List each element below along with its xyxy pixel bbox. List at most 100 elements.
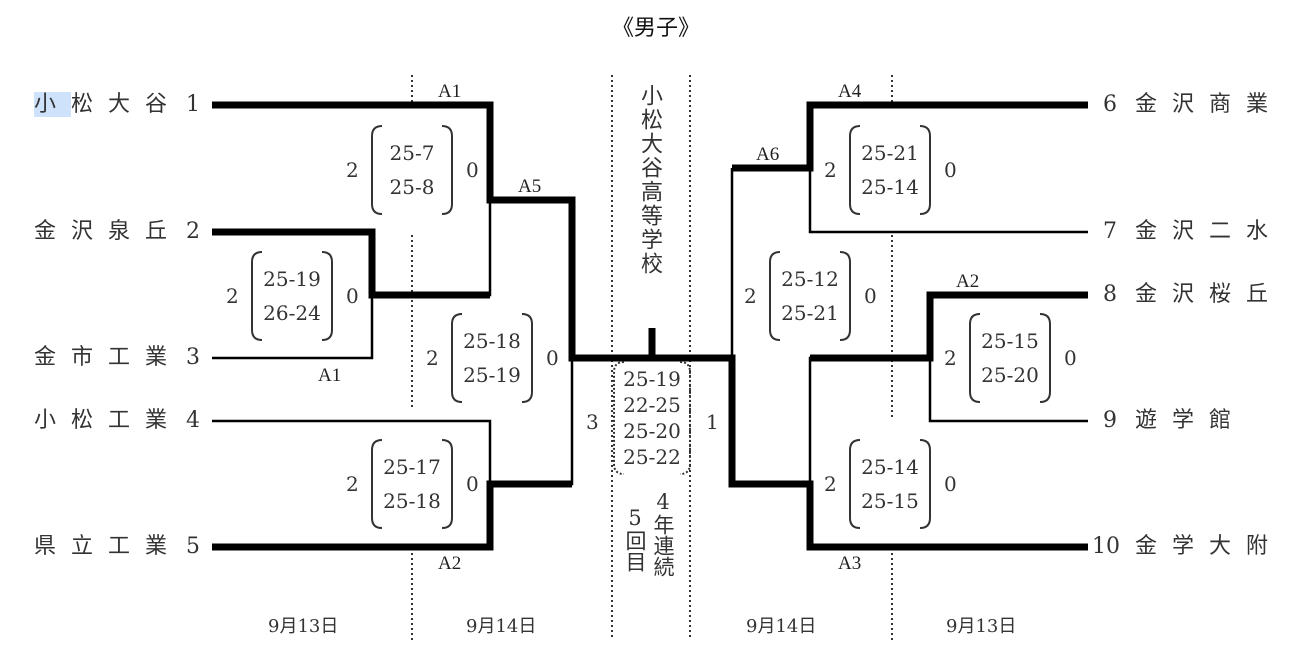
set-score: 25-17: [383, 455, 441, 479]
team-left-3[interactable]: 金市工業: [34, 347, 182, 369]
date-label: 9月13日: [268, 616, 339, 637]
match-set-scores: 25-14 25-15: [850, 450, 930, 518]
team-seed: 10: [1092, 534, 1120, 559]
winner-line: [732, 101, 1088, 172]
set-score: 25-8: [389, 175, 435, 199]
match-loser-sets: 0: [864, 284, 877, 308]
team-right-8[interactable]: 金沢桜丘: [1135, 282, 1284, 307]
left-paren: [371, 125, 383, 215]
match-winner-sets: 2: [346, 158, 359, 182]
final-note-streak: 4年連続: [651, 490, 675, 577]
team-seed: 3: [186, 345, 200, 370]
team-right-6[interactable]: 金沢商業: [1135, 92, 1284, 117]
match-set-scores: 25-7 25-8: [372, 136, 452, 204]
court-label: A2: [956, 271, 980, 292]
final-note-times: 5回目: [623, 506, 647, 572]
left-paren: [371, 439, 383, 529]
set-score: 25-21: [781, 301, 839, 325]
team-name-highlight: 小: [34, 92, 72, 117]
set-score: 25-15: [981, 329, 1039, 353]
winner-line: [212, 101, 652, 362]
champion-name: 小松大谷高等学校: [637, 84, 662, 276]
set-score: 25-14: [861, 175, 919, 199]
team-seed: 5: [186, 534, 200, 559]
team-right-9[interactable]: 遊 学 館: [1135, 408, 1235, 433]
left-paren: [613, 361, 625, 475]
bracket-line: [212, 419, 492, 484]
set-score: 25-15: [861, 489, 919, 513]
right-paren: [321, 251, 333, 341]
set-score: 25-19: [623, 367, 681, 391]
final-set-scores: 25-19 22-25 25-20 25-22: [614, 366, 690, 470]
match-loser-sets: 0: [1064, 346, 1077, 370]
left-paren: [849, 125, 861, 215]
match-winner-sets: 2: [426, 346, 439, 370]
set-score: 26-24: [263, 301, 321, 325]
team-seed: 4: [186, 408, 200, 433]
team-right-7[interactable]: 金沢二水: [1135, 219, 1284, 244]
set-score: 25-14: [861, 455, 919, 479]
set-score: 25-22: [623, 445, 681, 469]
team-left-4[interactable]: 小松工業: [34, 410, 182, 432]
team-name: 市工業: [71, 345, 183, 370]
match-set-scores: 25-21 25-14: [850, 136, 930, 204]
match-set-scores: 25-18 25-19: [452, 324, 532, 392]
match-set-scores: 25-12 25-21: [770, 262, 850, 330]
court-label: A3: [838, 553, 862, 574]
team-name: 松工業: [71, 408, 183, 433]
set-score: 25-18: [383, 489, 441, 513]
team-seed: 1: [186, 92, 200, 117]
left-paren: [769, 251, 781, 341]
set-score: 25-20: [623, 419, 681, 443]
winner-line: [212, 480, 572, 551]
match-loser-sets: 0: [466, 472, 479, 496]
right-paren: [919, 125, 931, 215]
bracket-line: [928, 358, 1088, 423]
team-left-2[interactable]: 金沢泉丘: [34, 221, 182, 243]
team-name: 金: [34, 345, 72, 370]
match-set-scores: 25-19 26-24: [252, 262, 332, 330]
bracket-line: [372, 200, 492, 297]
match-winner-sets: 2: [824, 472, 837, 496]
bracket-line: [808, 168, 1088, 234]
court-label: A1: [438, 81, 462, 102]
team-name: 松大谷: [71, 92, 183, 117]
left-paren: [451, 313, 463, 403]
team-left-5[interactable]: 県立工業: [34, 536, 182, 558]
team-name: 県: [34, 534, 72, 559]
match-loser-sets: 0: [466, 158, 479, 182]
court-label: A4: [838, 81, 862, 102]
match-set-scores: 25-17 25-18: [372, 450, 452, 518]
right-paren: [919, 439, 931, 529]
match-set-scores: 25-15 25-20: [970, 324, 1050, 392]
set-score: 25-21: [861, 141, 919, 165]
court-label: A2: [438, 553, 462, 574]
team-left-1[interactable]: 小松大谷: [34, 92, 183, 117]
set-score: 25-7: [389, 141, 435, 165]
match-loser-sets: 0: [346, 284, 359, 308]
set-score: 22-25: [623, 393, 681, 417]
left-paren: [849, 439, 861, 529]
right-paren: [839, 251, 851, 341]
match-loser-sets: 0: [944, 158, 957, 182]
court-label: A6: [756, 144, 780, 165]
team-seed: 6: [1103, 92, 1117, 117]
court-label: A5: [518, 176, 542, 197]
set-score: 25-12: [781, 267, 839, 291]
match-loser-sets: 0: [944, 472, 957, 496]
right-paren: [521, 313, 533, 403]
team-seed: 8: [1103, 282, 1117, 307]
team-seed: 9: [1103, 408, 1117, 433]
set-score: 25-18: [463, 329, 521, 353]
right-paren: [1039, 313, 1051, 403]
left-paren: [969, 313, 981, 403]
winner-line: [212, 228, 490, 299]
court-label: A1: [318, 365, 342, 386]
team-right-10[interactable]: 金学大附: [1135, 534, 1284, 559]
team-name: 小: [34, 408, 72, 433]
bracket-line: [212, 295, 374, 360]
winner-line: [810, 291, 1088, 362]
bracket-line: [730, 358, 810, 486]
date-label: 9月13日: [946, 616, 1017, 637]
